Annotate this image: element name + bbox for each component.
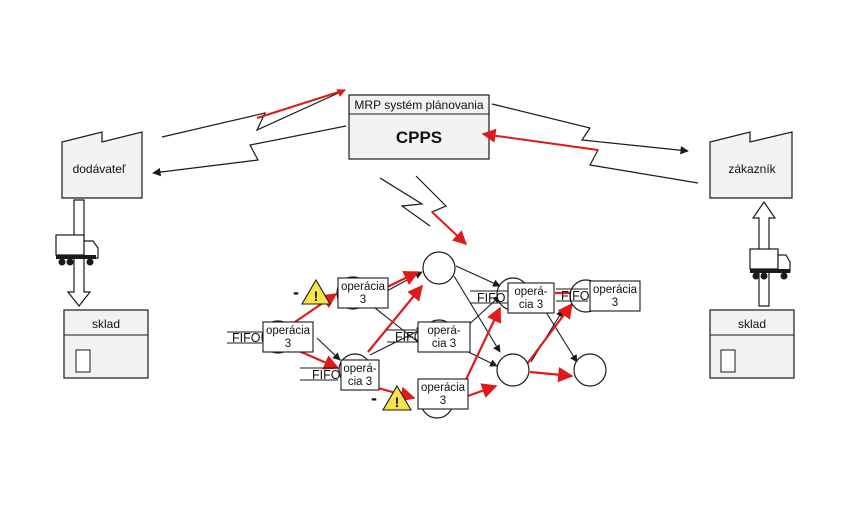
- svg-text:cia 3: cia 3: [432, 338, 456, 350]
- planning-system-box: MRP systém plánovania CPPS: [348, 94, 490, 160]
- planning-system-title: MRP systém plánovania: [354, 98, 483, 112]
- link-supplier-to-cpps: [161, 89, 346, 138]
- warehouse-right-label: sklad: [738, 317, 766, 331]
- cpps-label: CPPS: [396, 128, 442, 147]
- warehouse-left-label: sklad: [92, 317, 120, 331]
- door-icon: [720, 349, 736, 373]
- link-cpps-to-network: [379, 175, 468, 245]
- svg-text:operácia: operácia: [593, 284, 638, 296]
- minus-sign: -: [371, 388, 377, 408]
- svg-text:FIFO: FIFO: [477, 291, 506, 305]
- supplier-factory: dodávateľ: [61, 131, 143, 199]
- svg-text:3: 3: [440, 395, 446, 407]
- node: [422, 251, 456, 285]
- operation-box: operá- cia 3: [417, 321, 471, 353]
- svg-text:3: 3: [612, 297, 618, 309]
- warehouse-left: sklad: [63, 309, 149, 379]
- svg-text:operácia: operácia: [421, 382, 466, 394]
- svg-text:!: !: [395, 394, 400, 410]
- svg-text:FIFO: FIFO: [232, 331, 261, 345]
- operation-box: operácia 3: [417, 378, 469, 410]
- svg-text:operácia: operácia: [266, 325, 311, 337]
- warehouse-right: sklad: [709, 309, 795, 379]
- fifo-buffer: FIFO: [300, 367, 341, 382]
- customer-label: zákazník: [728, 162, 776, 176]
- link-customer-to-cpps: [481, 128, 699, 184]
- supplier-label: dodávateľ: [73, 162, 126, 176]
- svg-text:FIFO: FIFO: [395, 330, 424, 344]
- door-icon: [75, 349, 91, 373]
- svg-text:operá-: operá-: [514, 286, 547, 298]
- svg-text:FIFO: FIFO: [561, 289, 590, 303]
- customer-factory: zákazník: [709, 131, 793, 199]
- warning-icon: !: [301, 278, 331, 305]
- minus-sign: -: [293, 282, 299, 302]
- operation-box: operácia 3: [337, 277, 389, 309]
- svg-text:FIFO: FIFO: [312, 368, 341, 382]
- fifo-buffer: FIFO: [470, 290, 508, 305]
- operation-box: operá- cia 3: [507, 282, 555, 314]
- operation-box: operá- cia 3: [340, 359, 380, 391]
- operation-box: operácia 3: [589, 280, 641, 312]
- svg-text:operá-: operá-: [427, 325, 460, 337]
- fifo-buffer: FIFO: [556, 288, 590, 303]
- truck-icon: [749, 248, 791, 280]
- truck-icon: [55, 234, 99, 266]
- node: [496, 353, 530, 387]
- svg-text:3: 3: [285, 338, 291, 350]
- svg-text:operá-: operá-: [343, 363, 376, 375]
- svg-text:!: !: [314, 288, 319, 304]
- operation-box: operácia 3: [262, 321, 314, 353]
- svg-text:operácia: operácia: [341, 281, 386, 293]
- link-cpps-to-customer: [491, 103, 689, 155]
- node: [573, 353, 607, 387]
- svg-text:cia 3: cia 3: [348, 376, 372, 388]
- svg-text:3: 3: [360, 294, 366, 306]
- svg-text:cia 3: cia 3: [519, 299, 543, 311]
- fifo-buffer: FIFO: [387, 329, 424, 344]
- fifo-buffer: FIFO: [227, 331, 262, 345]
- link-cpps-to-supplier: [152, 125, 347, 177]
- warning-icon: !: [382, 384, 412, 411]
